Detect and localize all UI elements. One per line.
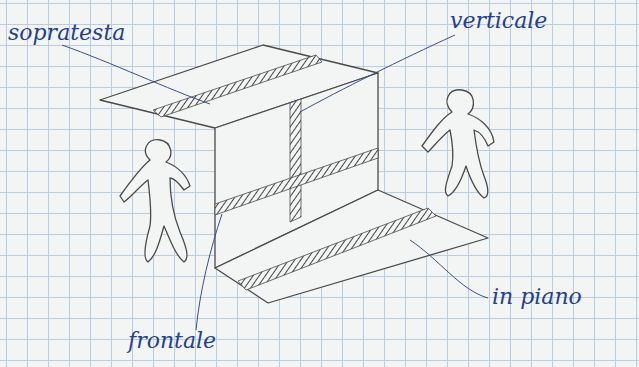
callout-label: sopratesta <box>8 22 125 44</box>
leader-line <box>62 45 210 104</box>
vertical-tape <box>290 99 301 222</box>
leader-line <box>410 240 488 298</box>
floor-tape <box>238 208 436 290</box>
leader-line <box>300 35 455 112</box>
callout-label: frontale <box>128 330 216 352</box>
front-tape <box>215 148 378 215</box>
person-figure <box>120 140 190 262</box>
floor-flap <box>215 190 488 303</box>
person-figure <box>422 90 494 198</box>
leader-line <box>196 214 222 330</box>
callout-label: in piano <box>492 286 582 308</box>
callout-label: verticale <box>450 10 547 32</box>
